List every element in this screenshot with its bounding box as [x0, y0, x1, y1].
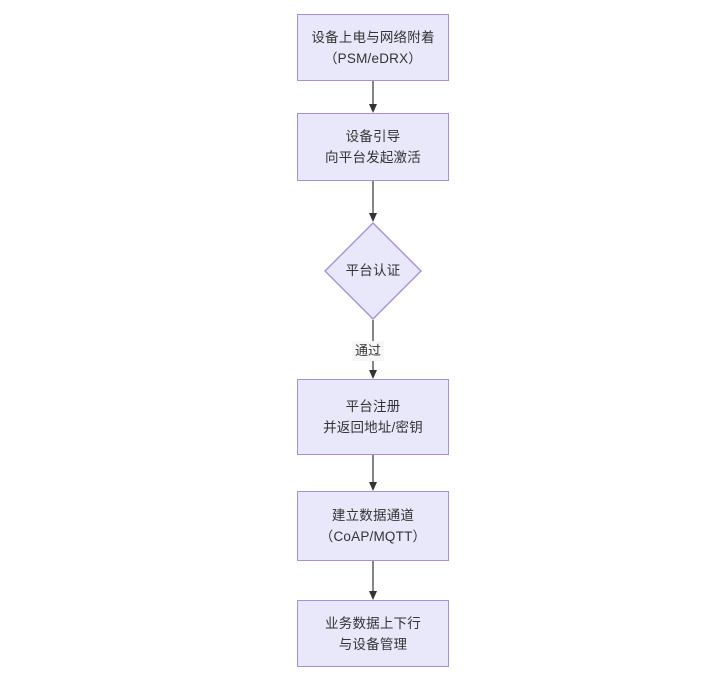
edge-platform-register-to-data-channel	[367, 455, 379, 491]
node-platform-auth-label: 平台认证	[345, 263, 401, 278]
node-power-on[interactable]: 设备上电与网络附着 （PSM/eDRX）	[297, 14, 449, 81]
node-platform-auth[interactable]: 平台认证	[324, 222, 422, 320]
node-platform-register-line-1: 平台注册	[345, 399, 401, 414]
node-data-channel[interactable]: 建立数据通道 （CoAP/MQTT）	[297, 491, 449, 561]
node-data-channel-line-1: 建立数据通道	[331, 508, 415, 523]
node-service-data-line-2: 与设备管理	[338, 636, 408, 652]
node-power-on-line-2: （PSM/eDRX）	[323, 50, 423, 66]
node-data-channel-line-2: （CoAP/MQTT）	[319, 529, 427, 544]
node-service-data-line-1: 业务数据上下行	[325, 615, 421, 631]
diamond-shape	[324, 222, 422, 320]
node-bootstrap-line-2: 向平台发起激活	[325, 150, 421, 165]
edge-power-on-to-bootstrap	[367, 81, 379, 113]
edge-label-pass: 通过	[352, 341, 385, 361]
node-service-data[interactable]: 业务数据上下行 与设备管理	[297, 600, 449, 667]
node-platform-register-line-2: 并返回地址/密钥	[323, 420, 423, 435]
node-platform-register[interactable]: 平台注册 并返回地址/密钥	[297, 379, 449, 455]
node-bootstrap[interactable]: 设备引导 向平台发起激活	[297, 113, 449, 181]
edge-bootstrap-to-platform-auth	[367, 181, 379, 222]
edge-data-channel-to-service-data	[367, 561, 379, 600]
node-power-on-line-1: 设备上电与网络附着	[311, 29, 435, 45]
node-bootstrap-line-1: 设备引导	[345, 129, 401, 144]
